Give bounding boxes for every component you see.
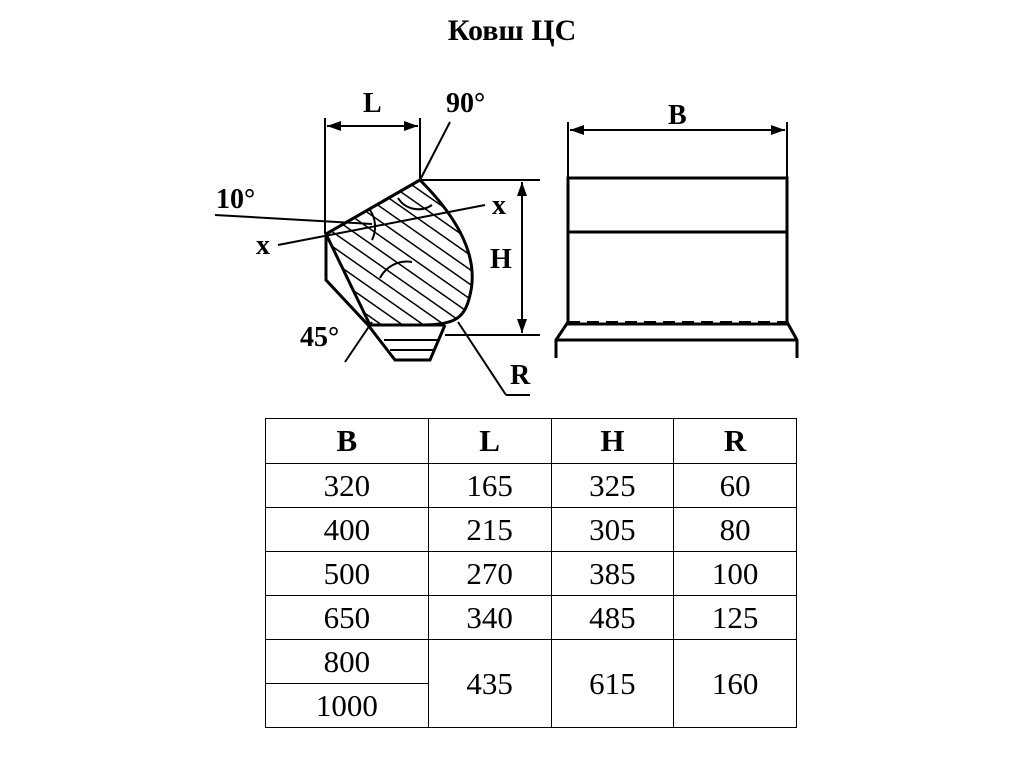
table-cell: 485 [550, 595, 675, 640]
label-angle-10: 10° [216, 184, 255, 215]
table-cell: 100 [673, 551, 797, 596]
table-cell: 125 [673, 595, 797, 640]
table-cell: 215 [427, 507, 552, 552]
label-angle-90: 90° [446, 88, 485, 119]
table-cell: 650 [265, 595, 429, 640]
table-row: 400 215 305 80 [265, 507, 797, 552]
dimensions-table: B L H R 320 165 325 60 400 215 305 80 50… [265, 418, 797, 728]
table-cell-b-1000: 1000 [315, 688, 378, 723]
table-cell: 320 [265, 463, 429, 508]
label-angle-45: 45° [300, 322, 339, 353]
diagram-title: Ковш ЦС [447, 14, 577, 47]
table-cell: 400 [265, 507, 429, 552]
table-row: 320 165 325 60 [265, 463, 797, 508]
table-cell: 615 [550, 639, 675, 728]
l-arrow-right [404, 121, 418, 131]
angle-arc-90 [397, 197, 433, 211]
table-cell: 165 [427, 463, 552, 508]
x-axis-line [277, 204, 486, 246]
header-b: B [265, 418, 429, 464]
table-cell: 305 [550, 507, 675, 552]
label-h: H [490, 244, 512, 275]
angle-45-leader [344, 321, 373, 363]
r-leader [457, 321, 507, 396]
label-x-left: x [256, 230, 270, 261]
table-cell: 385 [550, 551, 675, 596]
table-cell: 325 [550, 463, 675, 508]
bucket-back [324, 234, 447, 362]
table-header-row: B L H R [265, 418, 797, 464]
table-cell: 435 [427, 639, 552, 728]
table-cell: 80 [673, 507, 797, 552]
table-cell-b-800: 800 [266, 640, 428, 684]
label-r: R [510, 360, 531, 391]
table-cell: 160 [673, 639, 797, 728]
table-row-last: 800 1000 435 615 160 [265, 639, 797, 728]
header-l: L [427, 418, 552, 464]
table-row: 650 340 485 125 [265, 595, 797, 640]
label-l: L [363, 88, 382, 119]
front-body [566, 176, 789, 326]
b-arrow-left [570, 125, 584, 135]
angle-10-line [214, 214, 373, 225]
table-row: 500 270 385 100 [265, 551, 797, 596]
label-b: B [668, 100, 687, 131]
table-cell: 340 [427, 595, 552, 640]
l-arrow-left [327, 121, 341, 131]
table-cell-split: 800 1000 [265, 639, 429, 728]
h-arrow-bottom [517, 319, 527, 333]
table-cell: 500 [265, 551, 429, 596]
b-arrow-right [771, 125, 785, 135]
angle-arc-45 [379, 260, 413, 279]
table-cell: 60 [673, 463, 797, 508]
header-h: H [550, 418, 675, 464]
table-cell: 270 [427, 551, 552, 596]
bucket-drawing: L 90° 10° x x H 45° R B [214, 88, 799, 396]
h-arrow-top [517, 182, 527, 196]
angle-arc-10 [369, 209, 377, 241]
header-r: R [673, 418, 797, 464]
label-x-right: x [492, 190, 506, 221]
angle-90-leader [419, 121, 451, 181]
